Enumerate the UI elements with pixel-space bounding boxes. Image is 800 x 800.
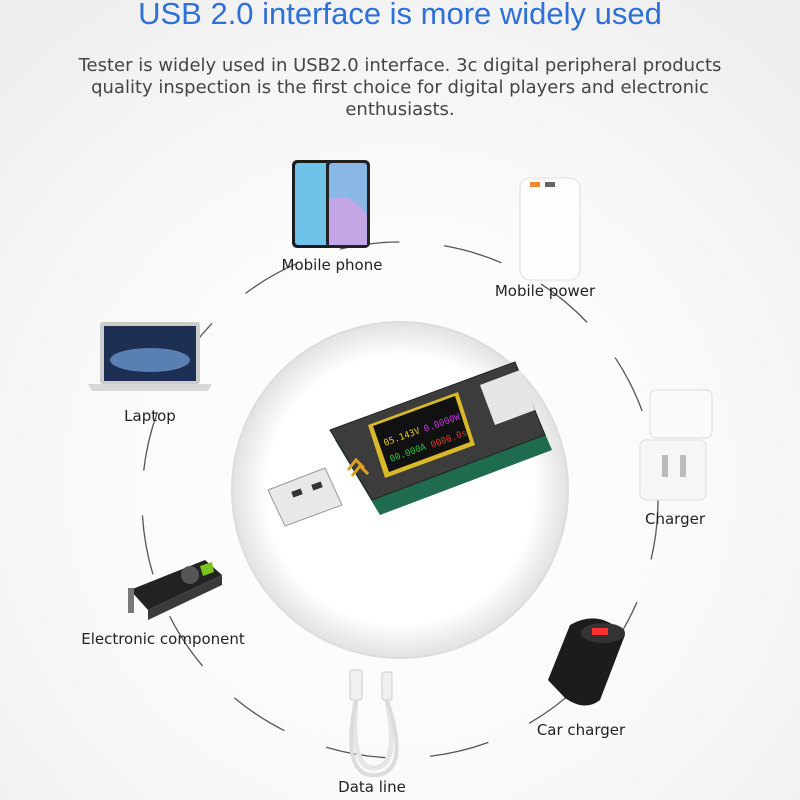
- usb-tester-device: 05.143V 0.0000W 00.000A 0000.0s: [267, 361, 552, 527]
- page-subtitle: Tester is widely used in USB2.0 interfac…: [78, 55, 722, 120]
- graphics-card-icon: [128, 560, 222, 620]
- page-title: USB 2.0 interface is more widely used: [138, 0, 662, 31]
- device-label-electronic-component: Electronic component: [81, 630, 245, 648]
- device-label-data-line: Data line: [338, 778, 406, 796]
- device-label-car-charger: Car charger: [536, 721, 626, 739]
- device-label-charger: Charger: [645, 510, 705, 528]
- device-label-laptop: Laptop: [124, 407, 176, 425]
- usb-cable-icon: [349, 669, 399, 778]
- device-label-mobile-phone: Mobile phone: [281, 256, 383, 274]
- power-bank-icon: [519, 177, 581, 281]
- smartphone-icon: [292, 160, 370, 248]
- laptop-icon: [88, 322, 212, 391]
- car-charger-icon: [548, 618, 625, 706]
- wall-charger-icon: [639, 389, 713, 501]
- device-label-mobile-power: Mobile power: [494, 282, 596, 300]
